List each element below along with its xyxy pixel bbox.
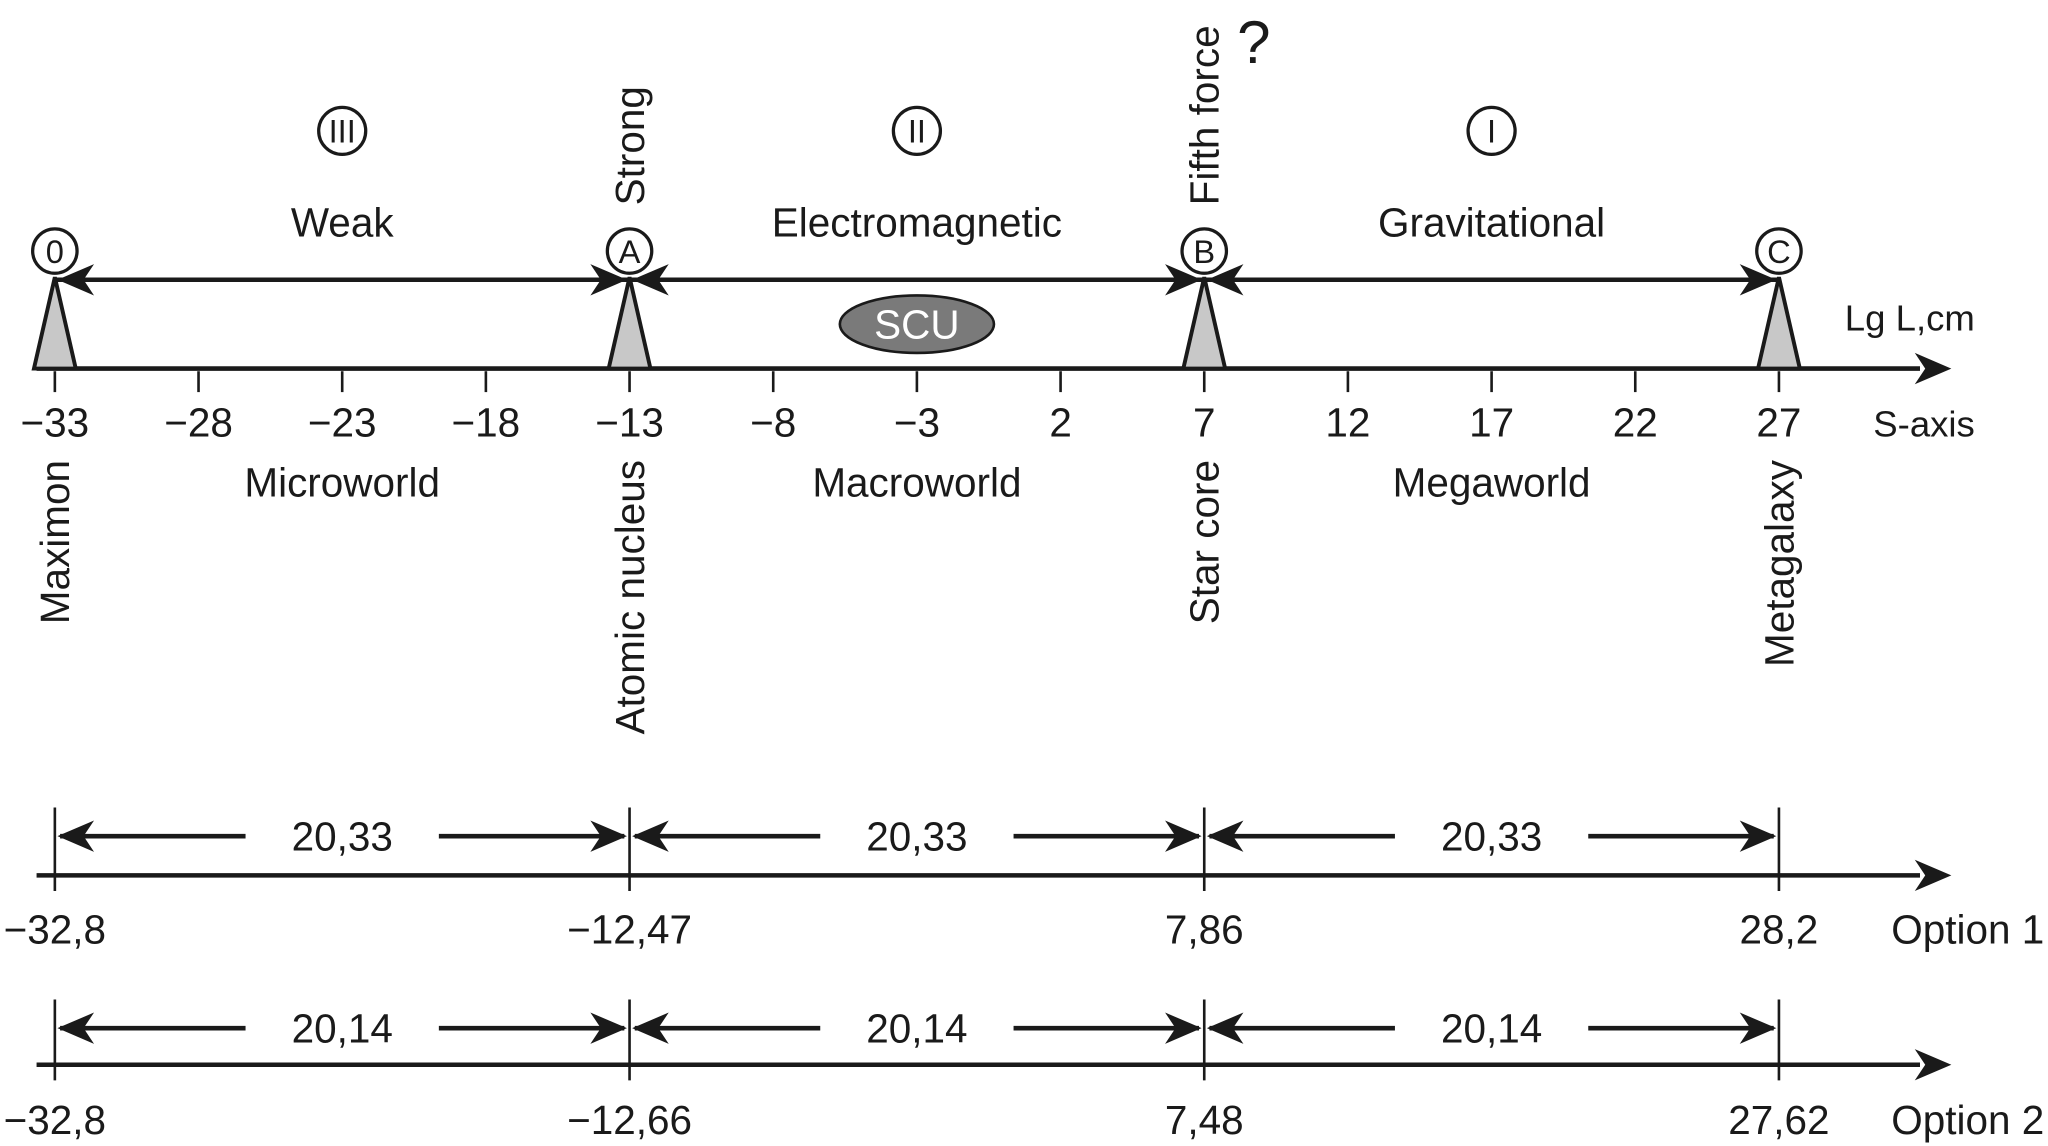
s-axis-tick-label: −28 bbox=[164, 400, 233, 446]
node-pillar-B bbox=[1180, 276, 1228, 371]
s-axis-tick-label: 22 bbox=[1613, 400, 1658, 446]
arrowhead bbox=[1206, 264, 1244, 296]
s-axis-tick-label: 12 bbox=[1325, 400, 1370, 446]
dimension-arrowhead bbox=[632, 820, 669, 852]
interval-length: 20,33 bbox=[866, 814, 967, 860]
s-axis-tick-label: 27 bbox=[1756, 400, 1801, 446]
interval-length: 20,33 bbox=[1441, 814, 1542, 860]
s-axis-tick-label: 17 bbox=[1469, 400, 1514, 446]
dimension-arrowhead bbox=[57, 1012, 95, 1044]
option-value: 7,48 bbox=[1165, 1097, 1244, 1143]
option-name: Option 2 bbox=[1891, 1097, 2044, 1143]
option-value: −12,47 bbox=[567, 906, 692, 952]
s-axis-tick-label: −33 bbox=[21, 400, 90, 446]
dimension-arrowhead bbox=[590, 820, 627, 852]
arrowhead bbox=[590, 264, 627, 296]
node-pillar-A bbox=[606, 276, 653, 371]
node-letter: B bbox=[1193, 233, 1215, 270]
roman-numeral: III bbox=[329, 113, 356, 150]
dimension-arrowhead bbox=[1739, 1012, 1777, 1044]
dimension-arrowhead bbox=[1206, 1012, 1244, 1044]
option-axis-arrowhead bbox=[1914, 859, 1952, 892]
interval-length: 20,33 bbox=[292, 814, 393, 860]
roman-numeral-circle bbox=[1466, 105, 1517, 157]
dimension-arrowhead bbox=[1165, 1012, 1202, 1044]
node-pillar-C bbox=[1755, 276, 1803, 371]
option-axis-arrowhead bbox=[1914, 1049, 1952, 1081]
node-circle-B bbox=[1180, 227, 1229, 275]
s-axis-tick-label: 7 bbox=[1193, 400, 1216, 446]
node-circle-0 bbox=[31, 227, 79, 275]
world-name: Macroworld bbox=[812, 460, 1021, 506]
force-name: Gravitational bbox=[1378, 200, 1605, 246]
arrowhead bbox=[1739, 264, 1777, 296]
option-value: 7,86 bbox=[1165, 906, 1244, 952]
roman-numeral-circle bbox=[317, 105, 368, 157]
s-axis-tick-label: −8 bbox=[750, 400, 796, 446]
node-bottom-label: Metagalaxy bbox=[1756, 459, 1802, 667]
node-letter: A bbox=[619, 233, 641, 270]
s-axis-tick-label: −18 bbox=[452, 400, 521, 446]
option-value: 28,2 bbox=[1740, 906, 1819, 952]
option-value: −32,8 bbox=[4, 906, 106, 952]
scu-ellipse bbox=[838, 294, 996, 355]
node-letter: 0 bbox=[46, 233, 64, 270]
arrowhead bbox=[632, 264, 669, 296]
dimension-arrowhead bbox=[1206, 820, 1244, 852]
node-bottom-label: Atomic nucleus bbox=[607, 460, 653, 734]
node-bottom-label: Maximon bbox=[32, 460, 78, 624]
dimension-arrowhead bbox=[590, 1012, 627, 1044]
s-axis-name: S-axis bbox=[1873, 404, 1975, 445]
node-top-label: Fifth force bbox=[1182, 25, 1228, 205]
roman-numeral: I bbox=[1487, 113, 1496, 150]
interval-length: 20,14 bbox=[1441, 1006, 1542, 1052]
node-bottom-label: Star core bbox=[1182, 460, 1228, 624]
roman-numeral-circle bbox=[891, 105, 943, 157]
force-name: Weak bbox=[291, 200, 394, 246]
node-pillar-0 bbox=[31, 276, 79, 371]
interval-length: 20,14 bbox=[866, 1006, 967, 1052]
s-axis-unit-label: Lg L,cm bbox=[1845, 298, 1975, 339]
roman-numeral: II bbox=[908, 113, 926, 150]
question-mark: ? bbox=[1237, 9, 1270, 76]
interval-length: 20,14 bbox=[292, 1006, 393, 1052]
option-name: Option 1 bbox=[1891, 906, 2044, 952]
arrowhead bbox=[57, 264, 95, 296]
force-name: Electromagnetic bbox=[772, 200, 1062, 246]
dimension-arrowhead bbox=[632, 1012, 669, 1044]
option-value: −12,66 bbox=[567, 1097, 692, 1143]
s-axis-arrowhead bbox=[1914, 352, 1952, 385]
dimension-arrowhead bbox=[1739, 820, 1777, 852]
s-axis-tick-label: −3 bbox=[894, 400, 940, 446]
world-name: Microworld bbox=[244, 460, 440, 506]
node-circle-C bbox=[1755, 227, 1803, 275]
s-axis-tick-label: 2 bbox=[1049, 400, 1072, 446]
option-value: 27,62 bbox=[1728, 1097, 1829, 1143]
node-letter: C bbox=[1767, 233, 1791, 270]
node-top-label: Strong bbox=[607, 86, 653, 205]
world-name: Megaworld bbox=[1393, 460, 1591, 506]
arrowhead bbox=[1165, 264, 1202, 296]
s-axis-tick-label: −13 bbox=[595, 400, 664, 446]
node-circle-A bbox=[605, 227, 654, 275]
dimension-arrowhead bbox=[1165, 820, 1202, 852]
scu-label: SCU bbox=[874, 302, 959, 348]
option-value: −32,8 bbox=[4, 1097, 106, 1143]
s-axis-tick-label: −23 bbox=[308, 400, 377, 446]
dimension-arrowhead bbox=[57, 820, 95, 852]
